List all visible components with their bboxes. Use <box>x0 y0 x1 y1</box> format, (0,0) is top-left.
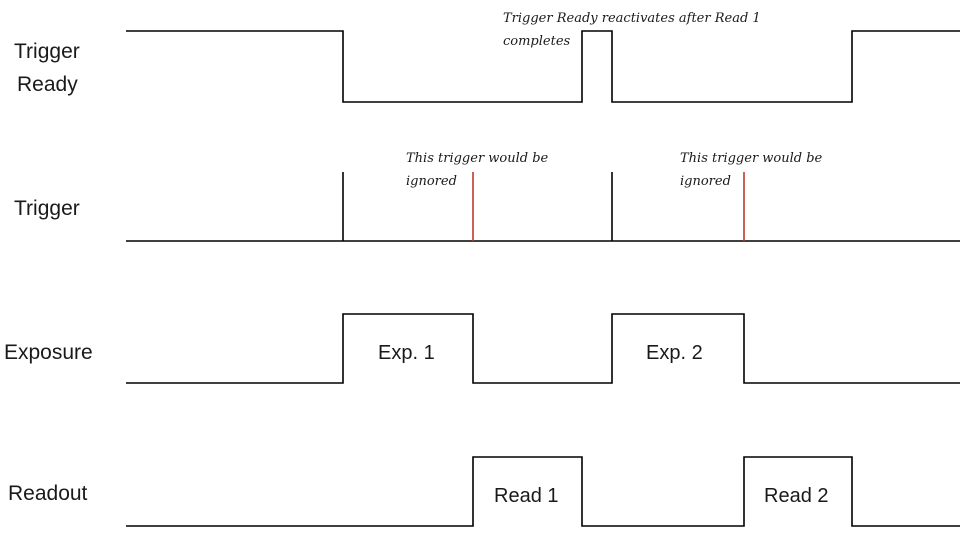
readout-waveform <box>126 456 960 527</box>
trigger-ready-label-line1: Trigger <box>14 40 80 63</box>
ignored-note-1-line1: This trigger would be <box>406 151 549 166</box>
trigger-label: Trigger <box>14 197 80 220</box>
readout-label: Readout <box>8 482 88 505</box>
exposure-label: Exposure <box>4 341 93 364</box>
exposure-pulse-2-label: Exp. 2 <box>646 342 703 364</box>
ignored-note-2-line2: ignored <box>680 174 731 189</box>
exposure-waveform <box>126 313 960 384</box>
readout-pulse-1-label: Read 1 <box>494 485 559 507</box>
readout-pulse-2-label: Read 2 <box>764 485 829 507</box>
trigger-ready-waveform <box>126 30 960 103</box>
trigger-ready-label-line2: Ready <box>17 73 78 96</box>
reactivate-note-line1: Trigger Ready reactivates after Read 1 <box>503 11 761 26</box>
ignored-note-1-line2: ignored <box>406 174 457 189</box>
reactivate-note-line2: completes <box>503 34 571 49</box>
ignored-note-2-line1: This trigger would be <box>680 151 823 166</box>
exposure-pulse-1-label: Exp. 1 <box>378 342 435 364</box>
